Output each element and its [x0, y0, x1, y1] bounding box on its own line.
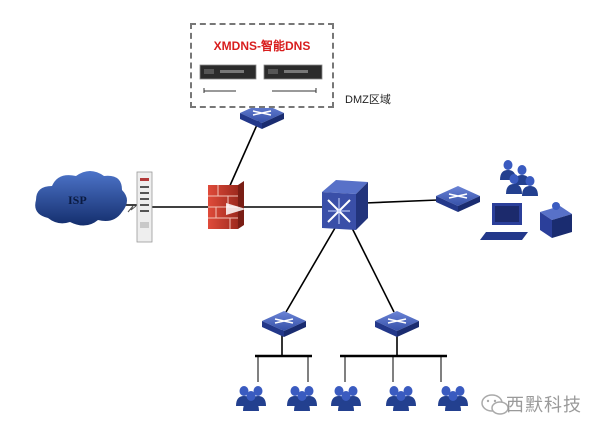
server-device-icon — [540, 202, 572, 238]
user-group-icons — [236, 386, 468, 411]
user-group-1-icon — [236, 386, 266, 411]
user-group-4-icon — [386, 386, 416, 411]
workstation-icon — [480, 203, 528, 240]
link-firewall-dmz-switch — [227, 117, 261, 191]
link-core-server-switch — [364, 199, 439, 204]
dmz-zone-box: XMDNS-智能DNS — [190, 23, 334, 108]
dmz-title: XMDNS-智能DNS — [213, 39, 311, 53]
user-group-2-icon — [287, 386, 317, 411]
dns-server-right-icon — [263, 64, 323, 93]
server-switch-icon — [436, 186, 480, 212]
access-switch-left-icon — [262, 311, 306, 337]
firewall-icon — [208, 181, 246, 229]
user-group-5-icon — [438, 386, 468, 411]
access-switch-right-icon — [375, 311, 419, 337]
dns-servers — [199, 64, 323, 93]
router-icon — [127, 171, 153, 243]
dmz-switch-icon — [240, 103, 284, 129]
link-core-access-right — [351, 227, 395, 313]
user-group-3-icon — [331, 386, 361, 411]
brand-watermark: 西默科技 — [506, 395, 582, 415]
link-core-access-left — [285, 227, 336, 313]
isp-cloud-icon — [35, 171, 128, 226]
isp-label: ISP — [68, 193, 87, 207]
links — [122, 84, 439, 355]
dns-server-left-icon — [199, 64, 257, 93]
core-switch-icon — [322, 180, 368, 230]
wechat-logo-icon — [481, 394, 509, 415]
dmz-zone-label: DMZ区域 — [345, 94, 391, 106]
user-group-server-area-icon — [500, 160, 538, 196]
user-drops — [257, 356, 442, 382]
